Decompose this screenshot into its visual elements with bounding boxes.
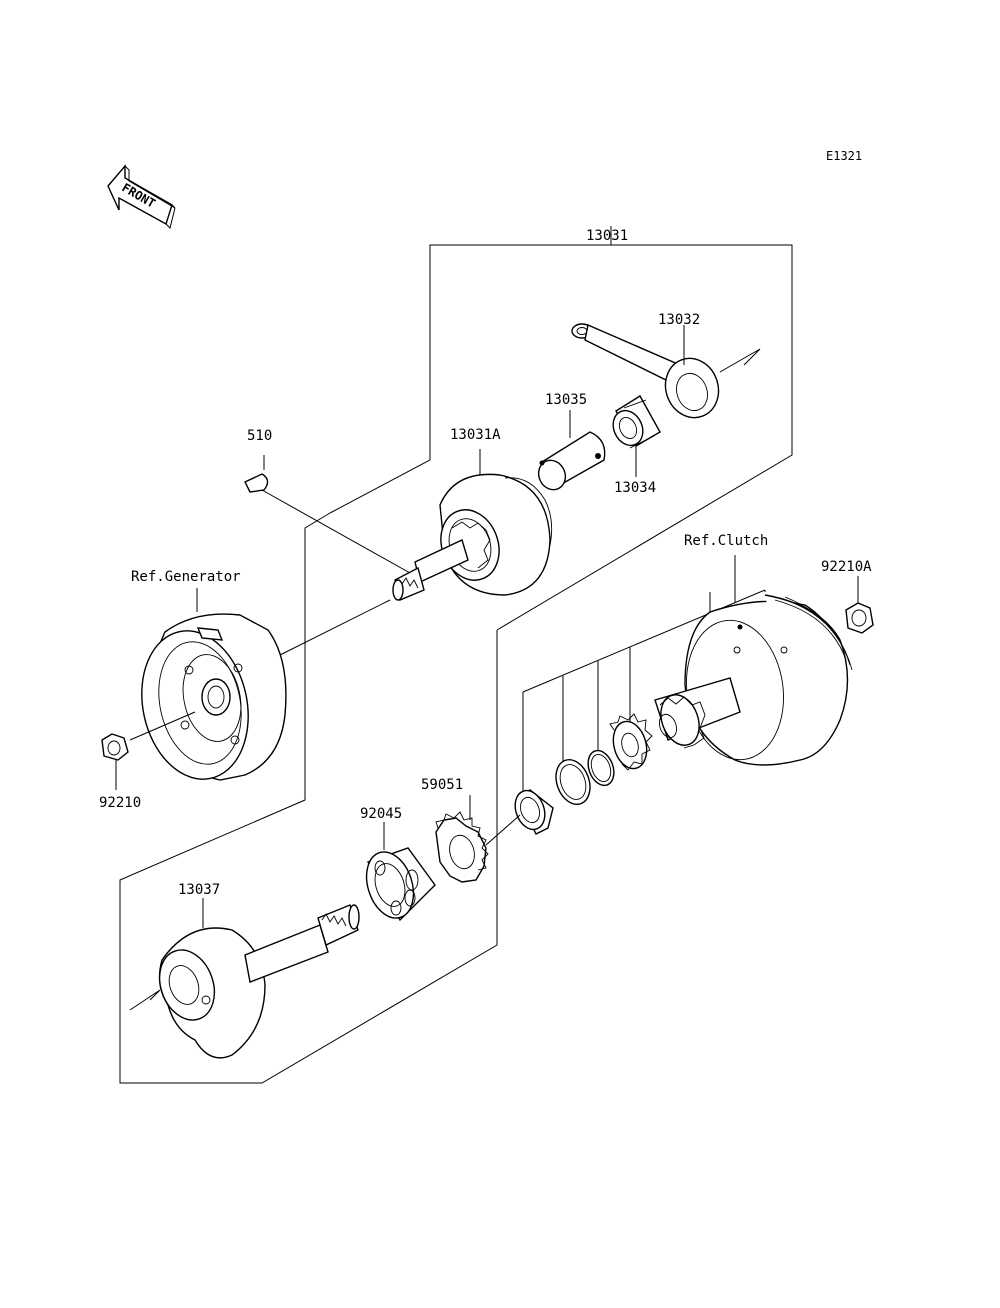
collar (514, 789, 554, 835)
label-92210A: 92210A (821, 559, 872, 575)
label-13034: 13034 (614, 480, 656, 496)
connecting-rod-13032 (571, 323, 761, 419)
clutch-assembly (654, 594, 853, 766)
label-92210: 92210 (99, 795, 141, 811)
label-ref-clutch: Ref.Clutch (684, 533, 768, 549)
needle-bearing-13034 (612, 395, 661, 477)
woodruff-key-510 (244, 455, 411, 574)
label-13031: 13031 (586, 228, 628, 244)
label-13031A: 13031A (450, 427, 501, 443)
diagram-code: E1321 (826, 149, 862, 163)
crankshaft-half-13031A (392, 449, 553, 601)
nut-92210 (101, 733, 129, 790)
label-510: 510 (247, 428, 272, 444)
crankshaft-half-13037 (129, 898, 360, 1059)
crank-pin-13035 (537, 410, 606, 491)
gear-sprocket (609, 713, 653, 771)
ball-bearing-92045 (365, 822, 436, 922)
generator-rotor (129, 588, 391, 781)
gear-59051 (435, 795, 521, 883)
label-92045: 92045 (360, 806, 402, 822)
label-13032: 13032 (658, 312, 700, 328)
nut-92210A (845, 576, 874, 634)
label-13035: 13035 (545, 392, 587, 408)
circlip-1 (587, 749, 615, 787)
circlip-2 (555, 759, 591, 805)
label-ref-generator: Ref.Generator (131, 569, 241, 585)
label-59051: 59051 (421, 777, 463, 793)
assembly-bracket-13031 (119, 226, 793, 1084)
label-13037: 13037 (178, 882, 220, 898)
front-arrow-icon: FRONT (107, 164, 176, 229)
